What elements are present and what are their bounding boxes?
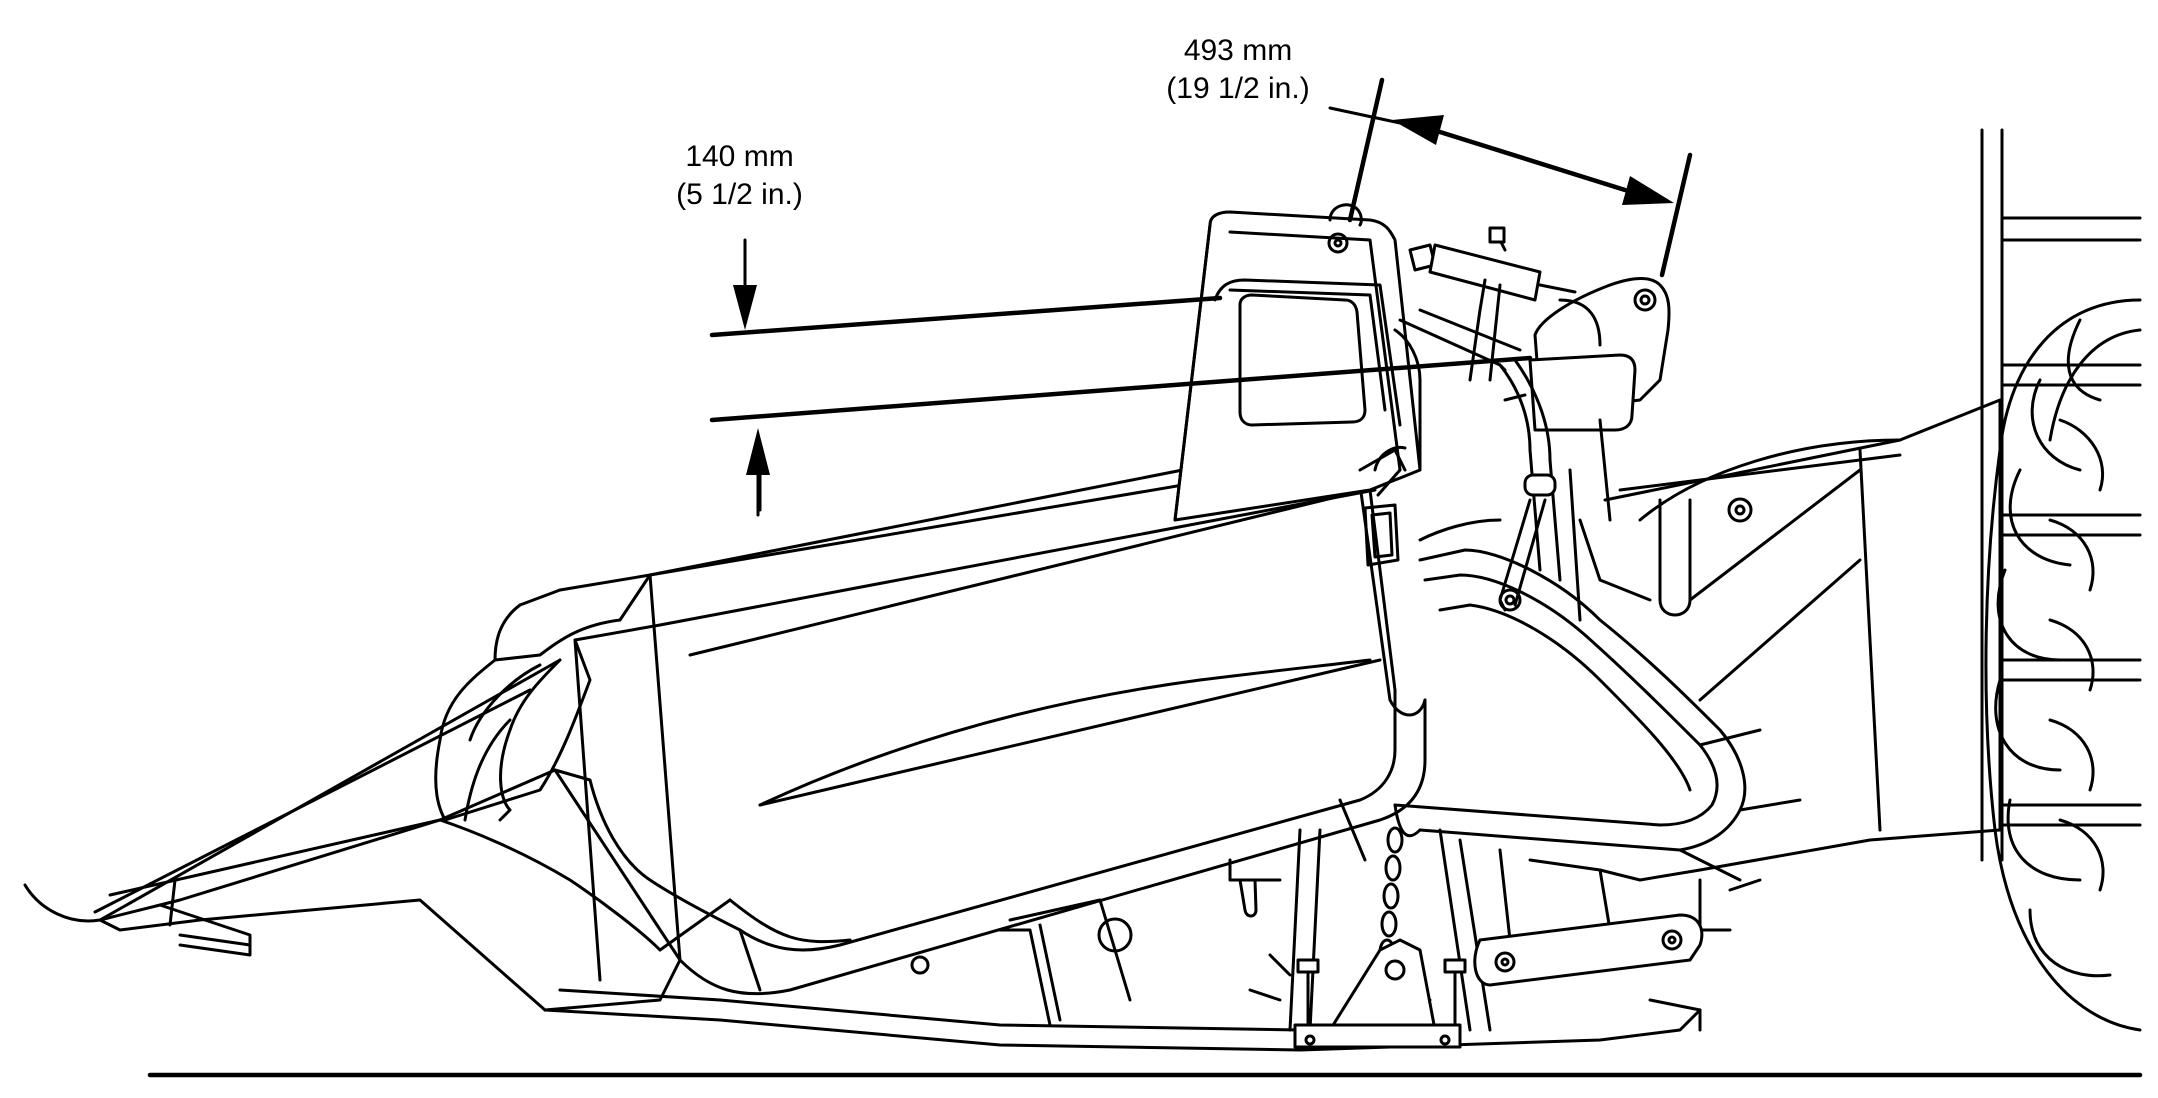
- length-imperial-text: (19 1/2 in.): [1166, 72, 1310, 105]
- mounting-bracket: [1293, 938, 1467, 1049]
- length-metric-text: 493 mm: [1183, 34, 1293, 67]
- cylinder-bracket: [1528, 277, 1671, 432]
- lower-linkage-bar: [1473, 913, 1704, 987]
- left-divider-shell: [434, 443, 1422, 1012]
- upper-shield: [1173, 210, 1422, 567]
- rear-tire: [1984, 298, 2142, 1032]
- top-pivot-knob: [1328, 203, 1363, 227]
- hydraulic-cylinder: [1408, 226, 1577, 382]
- linkage-rods: [1398, 308, 1652, 622]
- height-dimension-label: 140 mm (5 1/2 in.): [652, 138, 827, 214]
- height-dimension: [709, 238, 1533, 517]
- height-imperial-text: (5 1/2 in.): [676, 178, 803, 211]
- header-point: [23, 658, 562, 1012]
- center-panel: [648, 432, 1427, 996]
- height-metric-text: 140 mm: [685, 140, 794, 173]
- length-dimension: [1328, 77, 1693, 278]
- lower-frame: [543, 828, 1762, 1052]
- tractor-frame: [1980, 128, 2142, 862]
- right-divider-shell: [1393, 548, 1802, 882]
- feeder-house: [1603, 398, 2002, 882]
- length-dimension-label: 493 mm (19 1/2 in.): [1138, 32, 1338, 108]
